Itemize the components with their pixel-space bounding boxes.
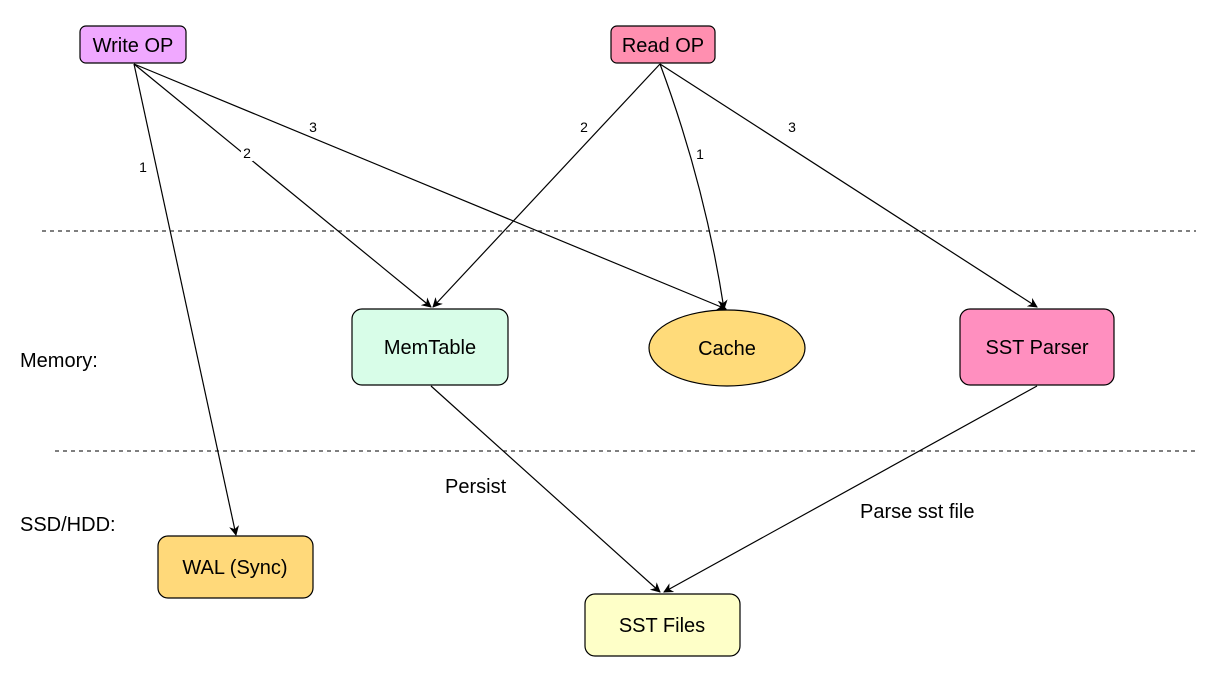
memtable-node[interactable]: MemTable bbox=[351, 308, 509, 386]
memtable-label: MemTable bbox=[384, 337, 476, 359]
cache-node[interactable]: Cache bbox=[648, 309, 806, 387]
edge-write-to-wal bbox=[133, 63, 239, 536]
edge-write-to-memtable bbox=[133, 63, 432, 308]
edge-label-parse-sst-file: Parse sst file bbox=[860, 501, 974, 523]
sst-parser-label: SST Parser bbox=[986, 337, 1089, 359]
memory-layer-label: Memory: bbox=[20, 350, 98, 372]
edge-sst-parser-to-sst-files bbox=[663, 385, 1038, 593]
sst-files-label: SST Files bbox=[619, 615, 705, 637]
write-op-label: Write OP bbox=[93, 35, 174, 57]
edge-label-write-wal: 1 bbox=[139, 159, 147, 175]
wal-label: WAL (Sync) bbox=[182, 557, 287, 579]
storage-layer-label: SSD/HDD: bbox=[20, 514, 116, 536]
edge-label-write-memtable: 2 bbox=[243, 145, 251, 161]
edge-label-persist: Persist bbox=[445, 476, 507, 498]
cache-label: Cache bbox=[698, 338, 756, 360]
edge-write-to-cache bbox=[133, 63, 727, 311]
sst-parser-node[interactable]: SST Parser bbox=[959, 308, 1115, 386]
read-op-node[interactable]: Read OP bbox=[610, 25, 716, 64]
write-op-node[interactable]: Write OP bbox=[79, 25, 187, 64]
edge-read-to-memtable bbox=[432, 63, 661, 308]
edge-read-to-sst-parser bbox=[659, 63, 1038, 308]
edge-label-read-cache: 1 bbox=[696, 146, 704, 162]
wal-node[interactable]: WAL (Sync) bbox=[157, 535, 314, 599]
edge-label-read-memtable: 2 bbox=[580, 119, 588, 135]
edge-read-to-cache bbox=[659, 63, 728, 310]
edge-label-write-cache: 3 bbox=[309, 119, 317, 135]
edge-label-read-sst-parser: 3 bbox=[788, 119, 796, 135]
read-op-label: Read OP bbox=[622, 35, 704, 57]
edge-memtable-to-sst-files bbox=[430, 385, 661, 593]
sst-files-node[interactable]: SST Files bbox=[584, 593, 741, 657]
